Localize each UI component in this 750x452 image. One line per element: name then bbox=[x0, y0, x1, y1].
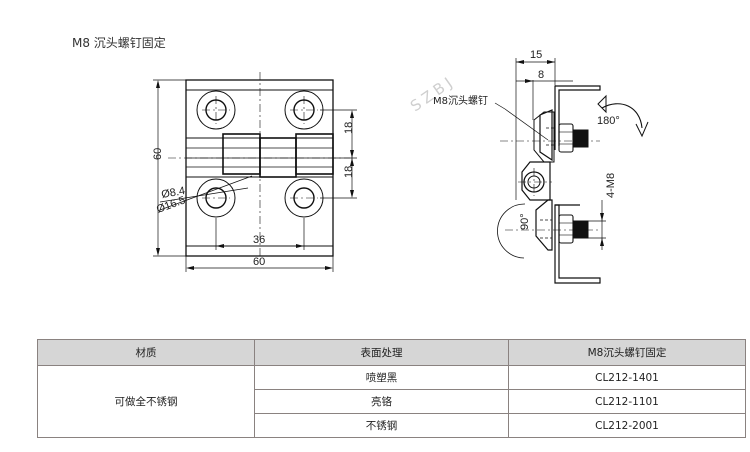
dim-rotation-angle: 180° bbox=[597, 115, 620, 127]
hinge-side-view bbox=[494, 58, 649, 284]
spec-table: 材质 表面处理 M8沉头螺钉固定 可做全不锈钢 喷塑黑 CL212-1401 亮… bbox=[37, 339, 746, 438]
cell-finish: 喷塑黑 bbox=[254, 365, 509, 390]
screw-callout: M8沉头螺钉 bbox=[433, 94, 488, 107]
upper-nut bbox=[558, 123, 574, 153]
upper-bracket bbox=[555, 85, 601, 146]
arrowheads bbox=[156, 80, 354, 270]
cell-code: CL212-2001 bbox=[508, 413, 746, 438]
dim-width-total: 60 bbox=[253, 256, 265, 268]
watermark: SZBJ bbox=[407, 72, 459, 116]
header-finish: 表面处理 bbox=[254, 339, 509, 366]
header-material: 材质 bbox=[37, 339, 255, 366]
dim-countersink-angle: 90° bbox=[519, 213, 531, 230]
dim-offset-lower: 18 bbox=[343, 166, 355, 178]
dim-height-total: 60 bbox=[152, 148, 164, 160]
cell-finish: 不锈钢 bbox=[254, 413, 509, 438]
dim-hole-spacing: 36 bbox=[253, 234, 265, 246]
dim-hole-small-dia: Ø8.4 bbox=[160, 185, 186, 201]
angle-arc bbox=[497, 203, 526, 259]
lower-bracket bbox=[554, 204, 601, 284]
table-row: 不锈钢 CL212-2001 bbox=[38, 413, 746, 438]
knuckle-2 bbox=[259, 137, 297, 178]
cell-finish: 亮铬 bbox=[254, 389, 509, 414]
knuckle-1 bbox=[222, 133, 261, 175]
dim-depth-total: 15 bbox=[530, 49, 542, 61]
dim-depth-inner: 8 bbox=[538, 69, 544, 81]
cell-code: CL212-1401 bbox=[508, 365, 746, 390]
knuckle-3 bbox=[295, 133, 334, 175]
table-row: 可做全不锈钢 喷塑黑 CL212-1401 bbox=[37, 365, 746, 438]
cell-code: CL212-1101 bbox=[508, 389, 746, 414]
lower-bolt-thread bbox=[572, 220, 589, 239]
table-header-row: 材质 表面处理 M8沉头螺钉固定 bbox=[37, 339, 746, 366]
rotation-arrow bbox=[601, 103, 643, 129]
header-code: M8沉头螺钉固定 bbox=[508, 339, 746, 366]
upper-countersunk-screw bbox=[533, 111, 555, 163]
hinge-front-view bbox=[153, 72, 357, 272]
dim-offset-upper: 18 bbox=[343, 122, 355, 134]
centerlines bbox=[168, 72, 350, 262]
cell-material: 可做全不锈钢 bbox=[37, 365, 255, 438]
dim-thread: 4-M8 bbox=[605, 173, 617, 198]
drawing-title: M8 沉头螺钉固定 bbox=[72, 36, 166, 50]
upper-bolt-thread bbox=[572, 129, 589, 148]
lower-nut bbox=[558, 214, 574, 244]
lower-countersunk-screw bbox=[535, 199, 553, 251]
